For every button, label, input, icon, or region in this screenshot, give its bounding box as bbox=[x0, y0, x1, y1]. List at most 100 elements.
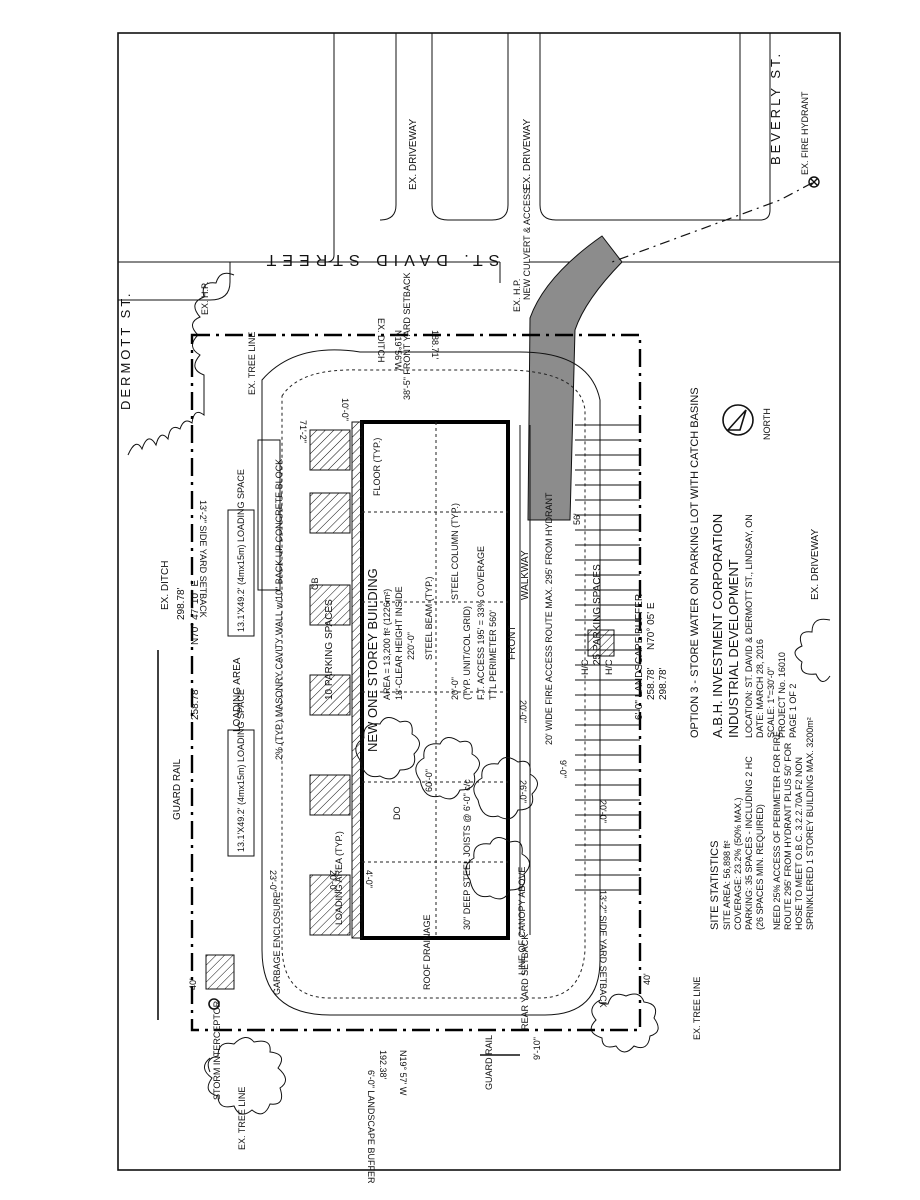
dim-10: 10'-0" bbox=[340, 398, 350, 421]
hc-stall-hatch bbox=[587, 629, 615, 657]
hc-1: H/C bbox=[580, 659, 590, 675]
clear-height: 18'-CLEAR HEIGHT INSIDE bbox=[394, 586, 404, 700]
fire-hydrant-label: EX. FIRE HYDRANT bbox=[800, 91, 810, 175]
door-label: DO bbox=[392, 807, 402, 821]
loading-bay-5 bbox=[309, 774, 351, 816]
dim-56: 56' bbox=[572, 513, 582, 525]
project-type: INDUSTRIAL DEVELOPMENT bbox=[726, 559, 741, 738]
loading-area-label: LOADING AREA bbox=[232, 657, 243, 732]
ex-tree-line-bl: EX. TREE LINE bbox=[237, 1087, 247, 1150]
dim-23: 23'-0" bbox=[268, 870, 278, 893]
loading-bay-6 bbox=[309, 874, 351, 936]
storm-interceptor: STORM INTERCEPTOR bbox=[212, 1000, 222, 1100]
east-length-outer: 298.78' bbox=[658, 667, 669, 700]
page-number: PAGE 1 OF 2 bbox=[788, 684, 798, 738]
dim-20-inner: 20'-0" bbox=[450, 677, 460, 700]
dim-26: 26'-0" bbox=[518, 780, 528, 803]
scale: SCALE: 1"=30'-0" bbox=[766, 667, 776, 738]
north-length: 188.71' bbox=[430, 330, 440, 360]
dim-9: 9'-0" bbox=[558, 760, 568, 778]
joists-label: 30" DEEP STEEL JOISTS @ 6'-0" c/c bbox=[462, 779, 472, 930]
loading-bay-1 bbox=[309, 429, 351, 471]
parking: PARKING: 35 SPACES - INCLUDING 2 HC bbox=[744, 756, 754, 930]
fire-hydrant-icon bbox=[808, 176, 820, 188]
side-yard-setback-right: 13'-2" SIDE YARD SETBACK bbox=[598, 890, 608, 1008]
dim-220: 220'-0" bbox=[406, 632, 416, 660]
loading-bay-3 bbox=[309, 584, 351, 626]
unit-grid: (TYP. UNIT/COL GRID) bbox=[462, 606, 472, 700]
dim-4: 4'-0" bbox=[364, 870, 374, 888]
landscape-buffer-south: 6'-0" LANDSCAPE BUFFER bbox=[366, 1070, 376, 1184]
new-access-driveway bbox=[527, 235, 623, 521]
parking-10-label: 10 PARKING SPACES bbox=[324, 599, 335, 700]
roof-drainage: ROOF DRAINAGE bbox=[422, 914, 432, 990]
site-statistics: SITE STATISTICS SITE AREA: 56,898 ft² CO… bbox=[709, 717, 815, 930]
tree-line-right bbox=[794, 618, 831, 682]
coverage: COVERAGE: 23.2% (50% MAX.) bbox=[733, 797, 743, 930]
st-david-street-label: ST. DAVID STREET bbox=[261, 251, 500, 268]
north-label: NORTH bbox=[762, 408, 772, 440]
title-block: OPTION 3 - STORE WATER ON PARKING LOT WI… bbox=[689, 387, 798, 738]
north-arrow-icon bbox=[722, 404, 754, 436]
company-name: A.B.H. INVESTMENT CORPORATION bbox=[710, 514, 725, 738]
front-yard-setback: 38'-5" FRONT YARD SETBACK bbox=[402, 273, 412, 400]
loading-space-top bbox=[227, 509, 255, 637]
date: DATE: MARCH 28, 2016 bbox=[755, 639, 765, 738]
canopy-label: LINE OF CANOPY ABOVE bbox=[517, 867, 527, 975]
dim-20d: 20'-0" bbox=[598, 800, 608, 823]
location: LOCATION: ST. DAVID & DERMOTT ST., LINDS… bbox=[744, 514, 754, 738]
fire-route-label: 20' WIDE FIRE ACCESS ROUTE MAX. 295' FRO… bbox=[544, 492, 554, 745]
option-label: OPTION 3 - STORE WATER ON PARKING LOT WI… bbox=[689, 387, 701, 738]
fire-access: F.T. ACCESS 195' = 33% COVERAGE bbox=[476, 546, 486, 700]
masonry-wall-hatch bbox=[351, 421, 363, 939]
loading-bay-2 bbox=[309, 492, 351, 534]
landscape-buffer-east: 6'-0" LANDSCAPE BUFFER bbox=[634, 594, 645, 720]
walkway-label: WALKWAY bbox=[520, 550, 531, 600]
south-length: 192.38' bbox=[378, 1050, 388, 1080]
north-bearing: N19°56'W bbox=[393, 330, 403, 371]
building-title: NEW ONE STOREY BUILDING bbox=[365, 568, 380, 752]
site-labels: EX. DRIVEWAY EX. DRIVEWAY EX. DRIVEWAY N… bbox=[160, 91, 821, 1184]
floor-typ: FLOOR (TYP.) bbox=[372, 438, 382, 496]
loading-space-1: 13.1'X49.2' (4mx15m) LOADING SPACE bbox=[236, 469, 246, 632]
steel-column: STEEL COLUMN (TYP.) bbox=[450, 503, 460, 600]
tree-line-top bbox=[127, 272, 235, 456]
ex-driveway-1: EX. DRIVEWAY bbox=[408, 119, 419, 190]
parking-min: (26 SPACES MIN. REQUIRED) bbox=[755, 804, 765, 930]
guard-rail-bottom: GUARD RAIL bbox=[484, 1035, 494, 1090]
west-length-inner: 258.78' bbox=[190, 687, 201, 720]
side-yard-setback-left: 13'-2" SIDE YARD SETBACK bbox=[198, 500, 208, 618]
east-length-inner: 258.78' bbox=[646, 667, 657, 700]
rear-setback-dim: 9'-10" bbox=[532, 1037, 542, 1060]
guard-rail-top: GUARD RAIL bbox=[172, 758, 183, 820]
ex-tree-line-br: EX. TREE LINE bbox=[692, 977, 702, 1040]
cb-label: CB bbox=[310, 577, 320, 590]
dim-40a: 40' bbox=[188, 978, 198, 990]
beverly-street-label: BEVERLY ST. bbox=[768, 51, 783, 165]
dim-71: 71'-2" bbox=[298, 420, 308, 443]
dim-20c: 20'-0" bbox=[518, 700, 528, 723]
ex-tree-line-top: EX. TREE LINE bbox=[247, 332, 257, 395]
new-culvert-label: NEW CULVERT & ACCESS bbox=[522, 188, 532, 300]
building-area: AREA = 13,200 ft² (1226m²) bbox=[382, 589, 392, 700]
front-label: FRONT bbox=[507, 626, 518, 660]
loading-space-2: 13.1'X49.2' (4mx15m) LOADING SPACE bbox=[236, 689, 246, 852]
note-1: NEED 25% ACCESS OF PERIMETER FOR FIRE bbox=[772, 731, 782, 930]
property-line bbox=[190, 333, 642, 1032]
street-labels: ST. DAVID STREET BEVERLY ST. DERMOTT ST. bbox=[118, 51, 783, 410]
west-bearing: N70° 47' 10" E bbox=[190, 580, 201, 645]
site-area: SITE AREA: 56,898 ft² bbox=[722, 840, 732, 930]
ex-ditch-right: EX. DITCH bbox=[376, 318, 386, 363]
perimeter: TTL PERIMETER 560' bbox=[488, 610, 498, 700]
tree-line-bottom-right bbox=[590, 993, 659, 1053]
note-2: ROUTE 295' FROM HYDRANT PLUS 50' FOR bbox=[783, 742, 793, 930]
ex-driveway-2: EX. DRIVEWAY bbox=[522, 119, 533, 190]
dim-40b: 40' bbox=[642, 973, 652, 985]
dermott-street-label: DERMOTT ST. bbox=[118, 291, 133, 410]
east-bearing: N70° 05' E bbox=[646, 602, 657, 650]
garbage-enclosure: GARBAGE ENCLOSURE bbox=[272, 892, 282, 995]
hc-2: H/C bbox=[604, 659, 614, 675]
loading-space-bottom bbox=[227, 729, 255, 857]
site-stats-heading: SITE STATISTICS bbox=[709, 841, 721, 930]
